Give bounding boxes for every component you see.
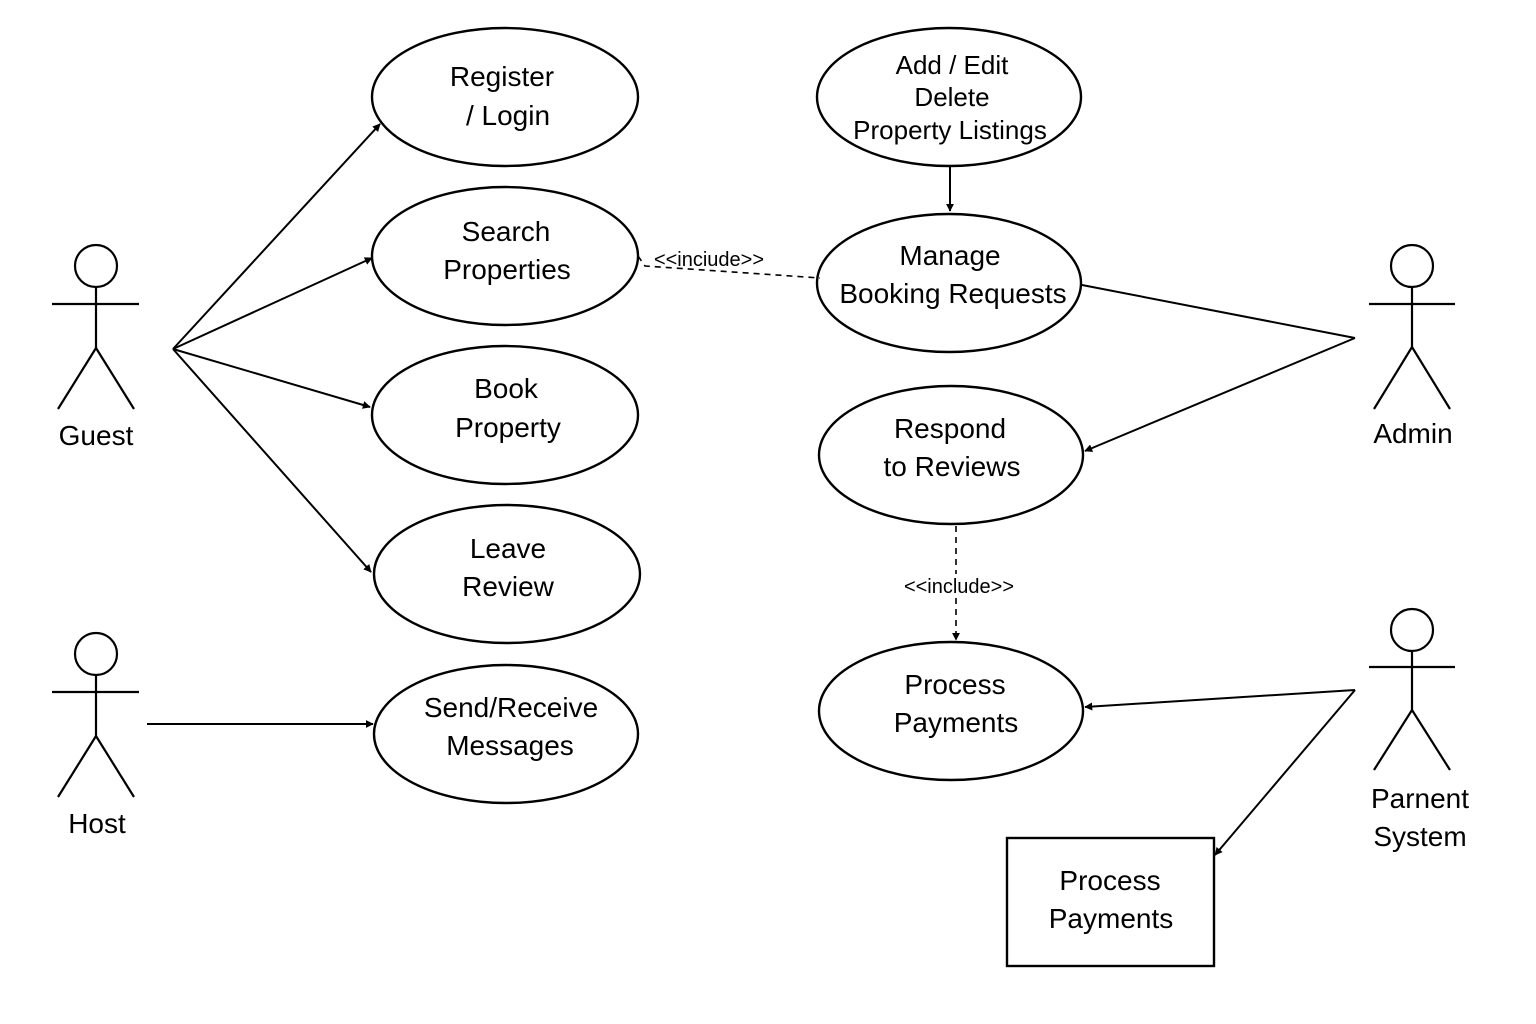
- use-case-manage-booking-requests-line2: Booking Requests: [839, 278, 1066, 309]
- use-case-manage-booking-requests: Manage Booking Requests: [815, 212, 1083, 354]
- use-case-manage-listings-line1: Add / Edit: [896, 50, 1010, 80]
- assoc-guest-book-property: [172, 348, 371, 409]
- use-case-send-receive-messages-line1: Send/Receive: [424, 692, 598, 723]
- use-case-register-login-line1: Register: [450, 61, 554, 92]
- actor-guest-label: Guest: [59, 420, 134, 451]
- actor-payment-system-label-line2: System: [1373, 821, 1466, 852]
- use-case-manage-listings-line3: Property Listings: [853, 115, 1047, 145]
- use-case-send-receive-messages-line2: Messages: [446, 730, 574, 761]
- include-label-top: <<inciude>>: [654, 249, 764, 271]
- use-case-respond-to-reviews-line2: to Reviews: [884, 451, 1021, 482]
- include-label-bottom: <<include>>: [904, 576, 1014, 598]
- include-search-booking: [637, 255, 821, 279]
- assoc-guest-search-properties: [172, 257, 373, 350]
- stick-figure-icon: [52, 631, 139, 798]
- use-case-search-properties-line2: Properties: [443, 254, 571, 285]
- associations: [147, 123, 1356, 856]
- assoc-guest-register-login: [172, 123, 381, 350]
- use-case-process-payments-line1: Process: [904, 669, 1005, 700]
- stick-figure-icon: [52, 243, 139, 410]
- actor-admin-label: Admin: [1373, 418, 1452, 449]
- external-box-line1: Process: [1059, 865, 1160, 896]
- use-case-search-properties-line1: Search: [462, 216, 551, 247]
- external-box-line2: Payments: [1049, 903, 1174, 934]
- use-case-leave-review-line2: Review: [462, 571, 555, 602]
- stick-figure-icon: [1369, 243, 1455, 410]
- use-case-process-payments: Process Payments: [817, 640, 1085, 782]
- assoc-guest-leave-review: [172, 348, 372, 573]
- use-case-respond-to-reviews: Respond to Reviews: [817, 384, 1085, 526]
- use-case-leave-review-line1: Leave: [470, 533, 546, 564]
- use-case-send-receive-messages: Send/Receive Messages: [372, 663, 640, 805]
- use-case-register-login: Register / Login: [370, 26, 640, 168]
- use-case-leave-review: Leave Review: [372, 503, 642, 645]
- assoc-admin-booking: [1081, 284, 1356, 339]
- use-case-register-login-line2: / Login: [466, 100, 550, 131]
- include-relationships: <<inciude>> <<include>>: [637, 249, 1014, 641]
- actor-payment-system: Parnent System: [1369, 607, 1469, 852]
- actor-guest: Guest: [52, 243, 139, 451]
- actor-host: Host: [52, 631, 139, 839]
- actor-host-label: Host: [68, 808, 126, 839]
- use-case-respond-to-reviews-line1: Respond: [894, 413, 1006, 444]
- actor-admin: Admin: [1369, 243, 1455, 449]
- stick-figure-icon: [1369, 607, 1455, 771]
- assoc-system-external-box: [1214, 689, 1356, 856]
- external-process-payments-box: Process Payments: [1005, 836, 1216, 968]
- use-case-book-property-line2: Property: [455, 412, 561, 443]
- use-case-book-property-line1: Book: [474, 373, 539, 404]
- use-case-process-payments-line2: Payments: [894, 707, 1019, 738]
- use-case-manage-listings-line2: Delete: [914, 82, 989, 112]
- assoc-admin-reviews: [1084, 337, 1356, 452]
- use-case-search-properties: Search Properties: [370, 185, 640, 327]
- use-case-manage-listings: Add / Edit Delete Property Listings: [815, 26, 1083, 168]
- use-case-manage-booking-requests-line1: Manage: [899, 240, 1000, 271]
- actor-payment-system-label-line1: Parnent: [1371, 783, 1469, 814]
- assoc-system-process-payments: [1084, 689, 1356, 711]
- use-case-book-property: Book Property: [370, 344, 640, 486]
